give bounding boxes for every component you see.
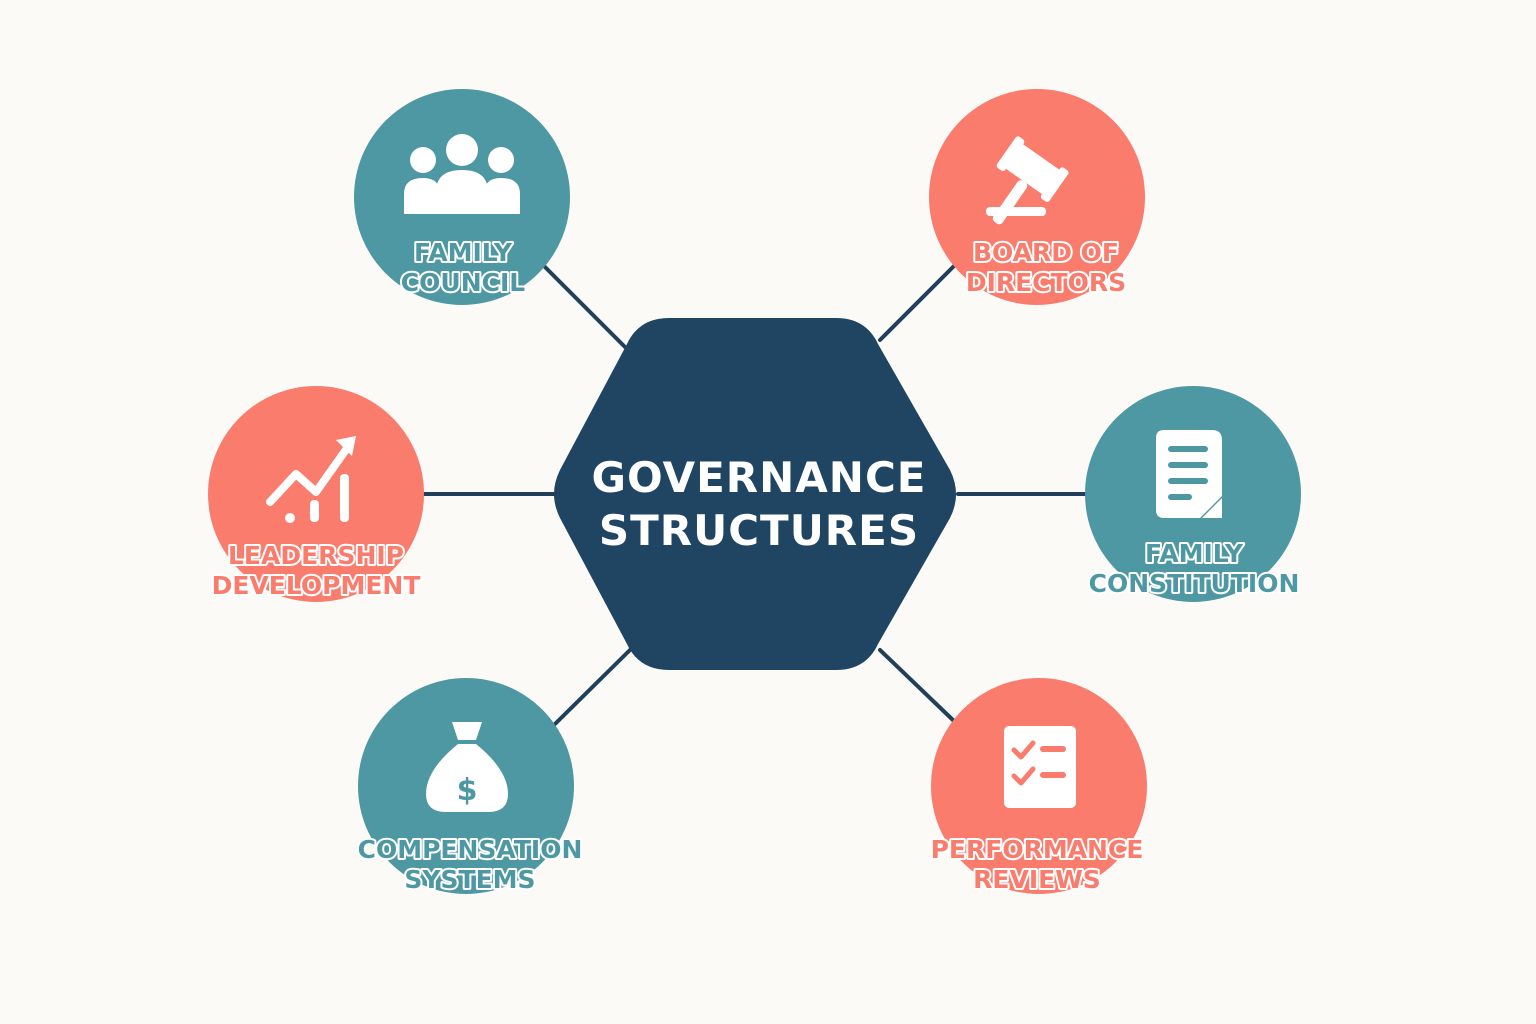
- node-label-line2: CONSTITUTION: [1089, 569, 1300, 598]
- money-bag-icon: $: [426, 722, 508, 812]
- svg-text:$: $: [457, 773, 478, 808]
- node-label-line2: DEVELOPMENT: [212, 571, 421, 600]
- center-node: GOVERNANCE STRUCTURES: [554, 318, 956, 670]
- connectors: [418, 260, 1092, 726]
- node-label-line1: LEADERSHIP: [228, 541, 404, 570]
- node-label-line2: SYSTEMS: [404, 865, 535, 894]
- node-label-line1: COMPENSATION: [358, 835, 583, 864]
- checklist-icon: [1004, 726, 1076, 808]
- node-label-line1: FAMILY: [1145, 539, 1244, 568]
- node-family-council: FAMILY COUNCIL: [354, 89, 570, 305]
- center-hexagon: [554, 318, 956, 670]
- people-icon: [404, 134, 520, 214]
- node-label-line2: DIRECTORS: [966, 268, 1126, 297]
- connector-performance-reviews: [878, 648, 957, 724]
- document-icon: [1156, 430, 1222, 518]
- connector-board-of-directors: [878, 260, 960, 342]
- node-label-line2: REVIEWS: [973, 865, 1101, 894]
- gavel-icon: [986, 136, 1069, 225]
- center-title-line2: STRUCTURES: [599, 506, 919, 555]
- node-label-line1: FAMILY: [414, 238, 513, 267]
- node-circle: [929, 89, 1145, 305]
- node-label-line2: COUNCIL: [401, 268, 525, 297]
- connector-family-council: [538, 260, 630, 352]
- node-label-line1: PERFORMANCE: [931, 835, 1144, 864]
- center-title-line1: GOVERNANCE: [592, 453, 927, 502]
- node-board-of-directors: BOARD OF DIRECTORS: [929, 89, 1145, 305]
- growth-chart-icon: [266, 436, 356, 523]
- node-performance-reviews: PERFORMANCE REVIEWS: [929, 678, 1147, 896]
- node-label-line1: BOARD OF: [973, 238, 1119, 267]
- connector-compensation-systems: [553, 646, 634, 726]
- node-family-constitution: FAMILY CONSTITUTION: [1085, 386, 1301, 602]
- node-compensation-systems: $ COMPENSATION SYSTEMS: [356, 678, 584, 896]
- node-leadership-development: LEADERSHIP DEVELOPMENT: [208, 386, 424, 602]
